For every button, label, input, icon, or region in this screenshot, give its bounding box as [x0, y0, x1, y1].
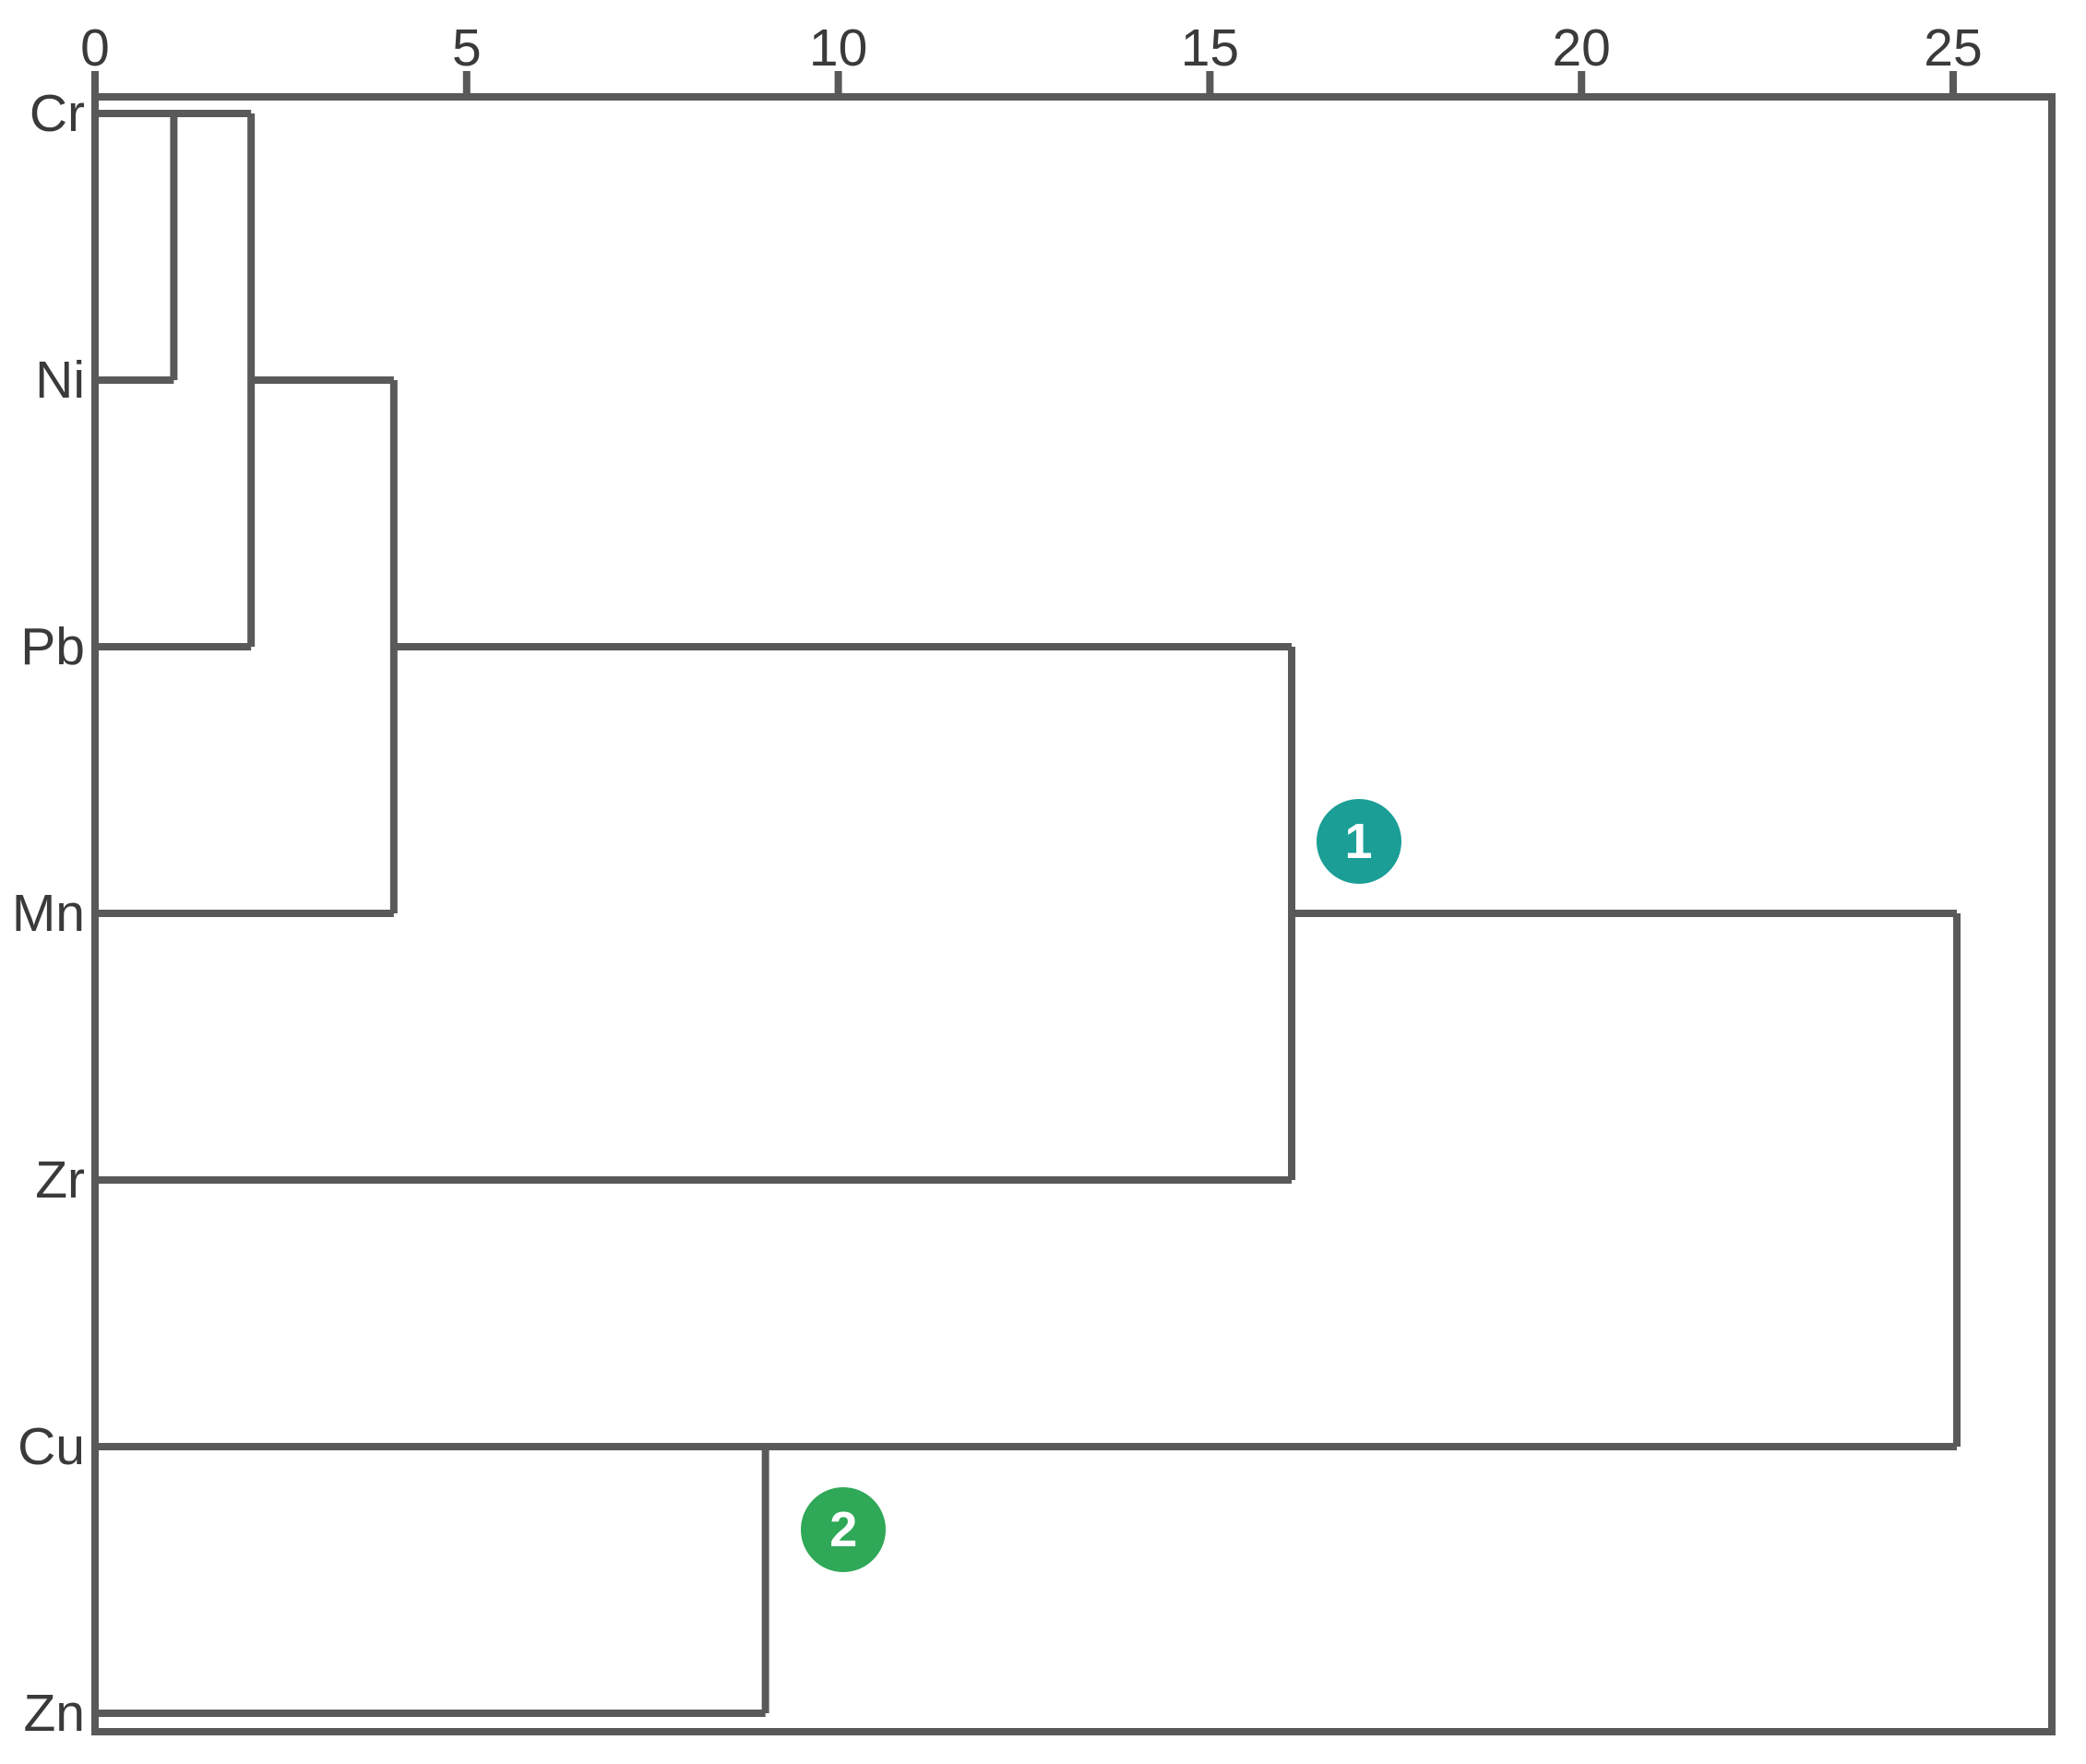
axis-tick-label: 15	[1180, 18, 1240, 77]
axis-tick-label: 20	[1552, 18, 1611, 77]
leaf-label-zr: Zr	[35, 1150, 85, 1210]
annotation-badge-1: 1	[1316, 798, 1401, 884]
axis-tick-label: 0	[80, 18, 110, 77]
axis-tick-label: 10	[808, 18, 868, 77]
annotation-badge-2: 2	[801, 1486, 887, 1572]
leaf-label-pb: Pb	[20, 617, 85, 676]
leaf-label-cu: Cu	[18, 1417, 85, 1476]
axis-tick-label: 5	[451, 18, 482, 77]
leaf-label-mn: Mn	[11, 884, 85, 943]
leaf-label-ni: Ni	[35, 351, 85, 410]
axis-tick-label: 25	[1924, 18, 1983, 77]
leaf-label-cr: Cr	[29, 84, 85, 143]
leaf-label-zn: Zn	[23, 1684, 85, 1743]
